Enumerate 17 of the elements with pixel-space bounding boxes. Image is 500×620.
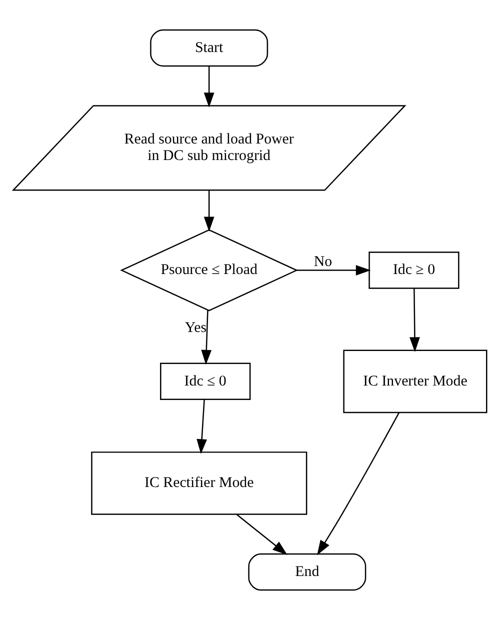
node-box: IC Inverter Mode (343, 350, 488, 414)
node-box: IC Rectifier Mode (91, 452, 308, 515)
node-diamond: Psource ≤ Pload (120, 229, 298, 312)
arrow (201, 310, 212, 365)
arrow (196, 399, 208, 454)
arrow (410, 288, 420, 352)
node-box: Start (150, 29, 268, 67)
edge-label: No (314, 254, 332, 270)
node-box: Idc ≥ 0 (368, 252, 460, 289)
edge-label: Yes (184, 320, 207, 336)
arrow (236, 514, 288, 555)
arrow (317, 412, 400, 556)
arrow (204, 190, 214, 232)
node-box: End (248, 553, 366, 591)
arrow (204, 66, 214, 108)
arrow (296, 265, 371, 276)
node-box: Idc ≤ 0 (160, 362, 251, 400)
